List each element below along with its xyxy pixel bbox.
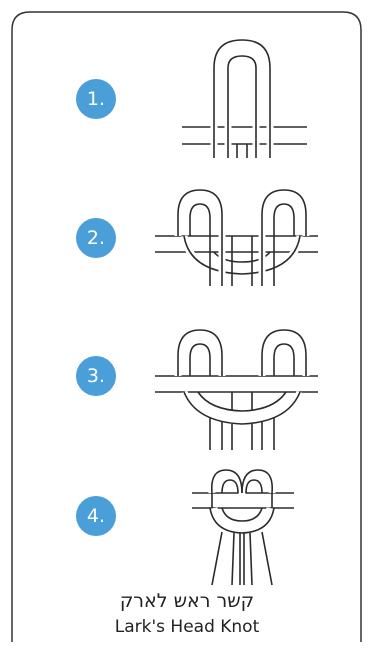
caption-hebrew: קשר ראש לארק [0,590,374,612]
caption-english: Lark's Head Knot [0,617,374,637]
